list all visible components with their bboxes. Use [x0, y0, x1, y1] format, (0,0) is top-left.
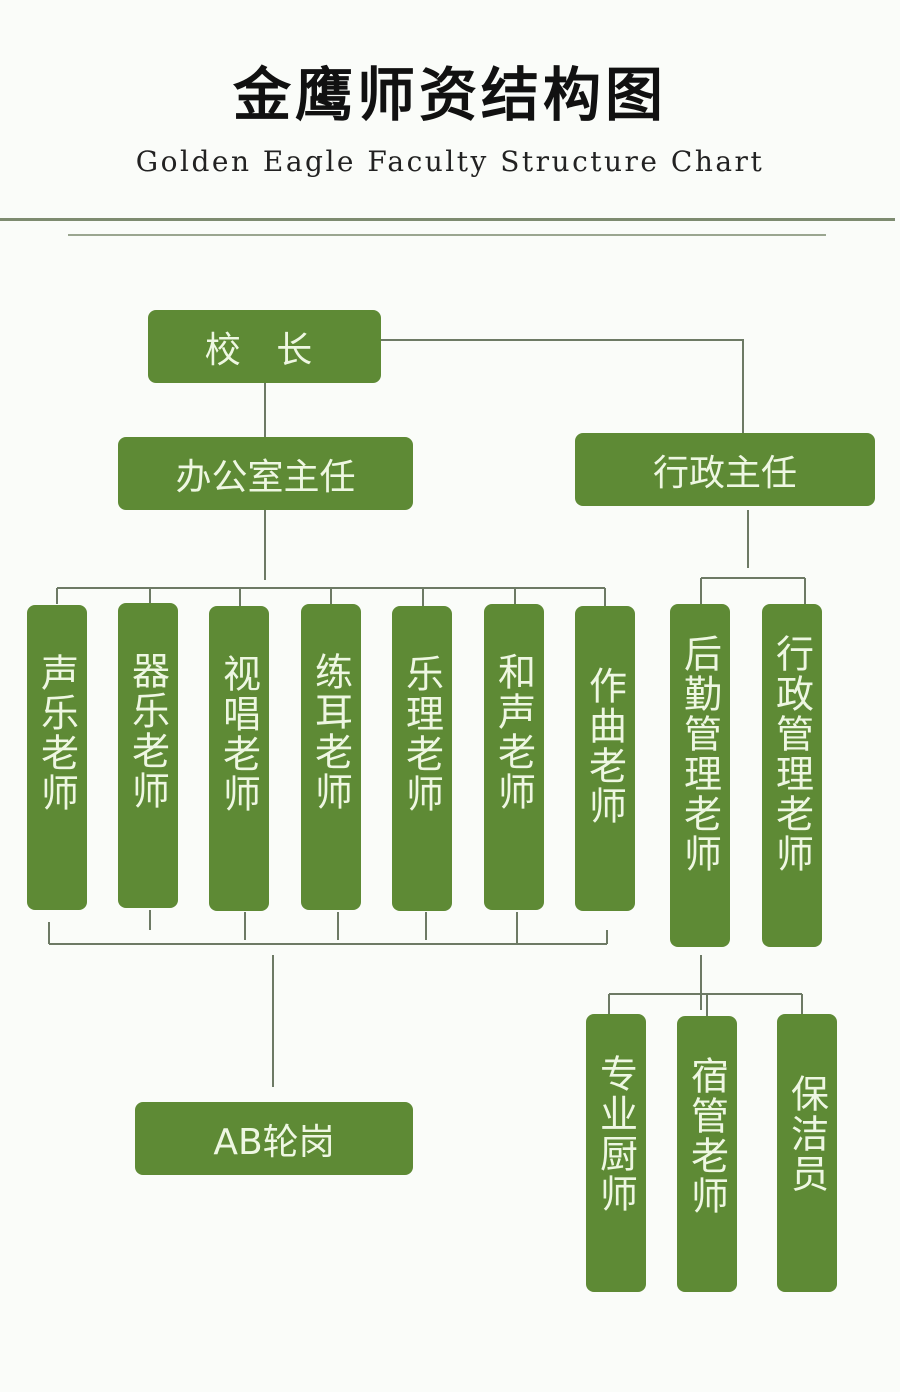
divider — [68, 234, 826, 236]
node-harmony-teacher: 和声老师 — [484, 604, 544, 910]
node-label: 行政管理老师 — [769, 634, 814, 874]
node-admin-director: 行政主任 — [575, 433, 875, 506]
node-label: 宿管老师 — [684, 1056, 729, 1216]
node-label: 校 长 — [204, 329, 325, 371]
node-label: 器乐老师 — [125, 651, 170, 811]
node-chef: 专业厨师 — [586, 1014, 646, 1292]
node-label: 行政主任 — [652, 452, 797, 494]
node-label: 办公室主任 — [175, 456, 356, 498]
divider — [0, 218, 895, 221]
node-logistics-manager: 后勤管理老师 — [670, 604, 730, 947]
node-label: AB轮岗 — [213, 1121, 335, 1163]
node-theory-teacher: 乐理老师 — [392, 606, 452, 911]
node-label: 和声老师 — [491, 652, 536, 812]
node-ab-rotation: AB轮岗 — [135, 1102, 413, 1175]
node-instrument-teacher: 器乐老师 — [118, 603, 178, 908]
node-label: 专业厨师 — [593, 1054, 638, 1214]
node-label: 保洁员 — [784, 1074, 829, 1194]
node-label: 后勤管理老师 — [677, 634, 722, 874]
node-label: 乐理老师 — [399, 654, 444, 814]
node-sightsinging-teacher: 视唱老师 — [209, 606, 269, 911]
node-vocal-teacher: 声乐老师 — [27, 605, 87, 910]
node-cleaner: 保洁员 — [777, 1014, 837, 1292]
node-label: 练耳老师 — [308, 652, 353, 812]
node-principal: 校 长 — [148, 310, 381, 383]
node-label: 作曲老师 — [582, 666, 627, 826]
node-eartraining-teacher: 练耳老师 — [301, 604, 361, 910]
node-composition-teacher: 作曲老师 — [575, 606, 635, 911]
node-label: 声乐老师 — [34, 653, 79, 813]
node-admin-manager: 行政管理老师 — [762, 604, 822, 947]
node-dorm-teacher: 宿管老师 — [677, 1016, 737, 1292]
node-office-director: 办公室主任 — [118, 437, 413, 510]
page-subtitle: Golden Eagle Faculty Structure Chart — [135, 145, 765, 178]
page-title: 金鹰师资结构图 — [232, 61, 667, 129]
node-label: 视唱老师 — [216, 654, 261, 814]
